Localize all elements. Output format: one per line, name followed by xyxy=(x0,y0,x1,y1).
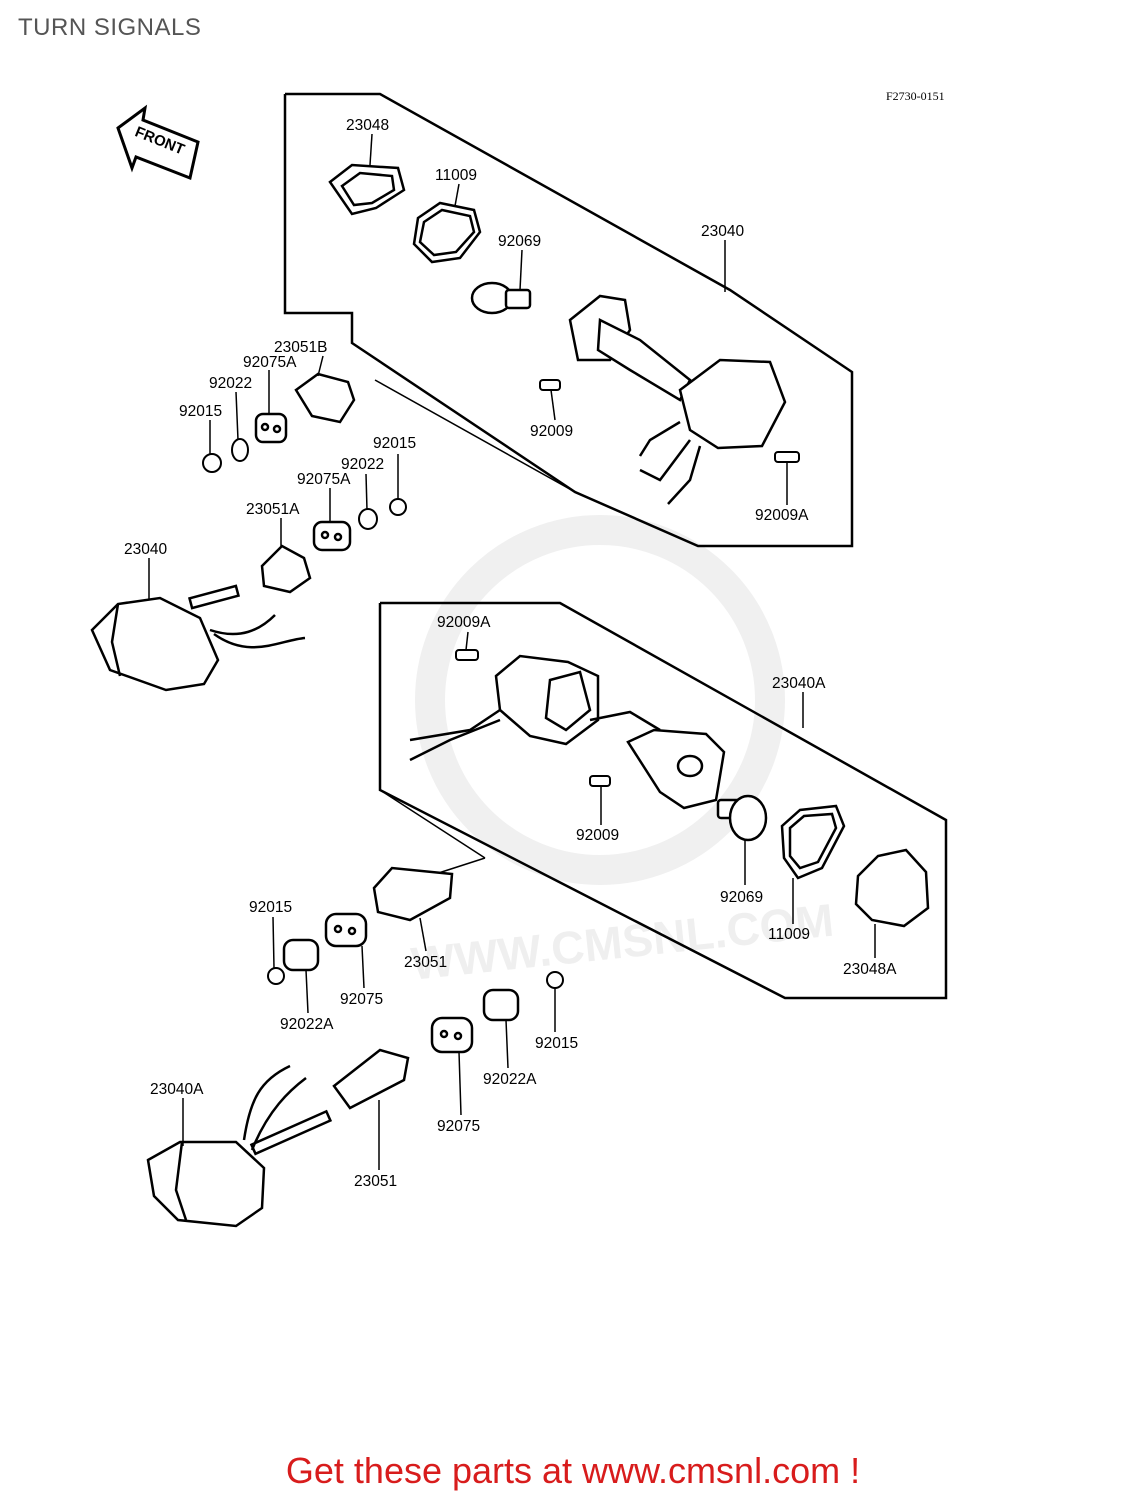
part-label: 23051 xyxy=(354,1173,397,1190)
bulb-92069 xyxy=(470,281,532,315)
part-label: 23040 xyxy=(124,541,167,558)
part-label: 92075A xyxy=(243,354,297,371)
part-label: 23048 xyxy=(346,117,389,134)
leader-lines xyxy=(148,133,876,1170)
housing-23040A xyxy=(409,654,661,762)
grommet-23051B xyxy=(294,372,356,424)
washer-92075A-mid xyxy=(312,520,352,552)
grommet-23051-lower xyxy=(332,1048,410,1110)
gasket-11009 xyxy=(412,201,482,264)
footer-link[interactable]: Get these parts at www.cmsnl.com ! xyxy=(285,1450,861,1491)
part-label: 92069 xyxy=(498,233,541,250)
washer-92022-mid xyxy=(358,508,378,530)
nut-92015-lower xyxy=(267,967,285,985)
nut-92015-lower2 xyxy=(546,971,564,989)
nut-92015-mid xyxy=(389,498,407,516)
part-label: 11009 xyxy=(768,926,810,943)
signal-23040A-lower xyxy=(146,1064,333,1228)
part-label: 92009 xyxy=(530,423,573,440)
housing-23040-upper xyxy=(568,294,787,505)
lens-23048 xyxy=(328,163,406,216)
part-label: 92015 xyxy=(535,1035,578,1052)
part-label: 92022A xyxy=(483,1071,537,1088)
grommet-23051-mid xyxy=(372,866,454,922)
part-label: 92075 xyxy=(437,1118,480,1135)
screw-92009A-lower xyxy=(455,649,479,661)
washer-92022A-mid xyxy=(282,938,320,972)
part-label: 23048A xyxy=(843,961,897,978)
part-label: 23051B xyxy=(274,339,327,356)
front-arrow-icon: FRONT xyxy=(116,104,200,181)
part-label: 23040 xyxy=(701,223,744,240)
nut-92015-upper xyxy=(202,453,222,473)
part-label: 92022 xyxy=(341,456,384,473)
watermark: WWW.CMSNL.COM xyxy=(409,515,836,990)
part-label: 92009A xyxy=(437,614,491,631)
washer-92075-mid xyxy=(324,912,368,948)
part-label: 23040A xyxy=(150,1081,204,1098)
part-label: 23051A xyxy=(246,501,300,518)
part-labels: 23048 11009 92069 23040 23051B 92075A 92… xyxy=(124,117,897,1190)
part-label: 23040A xyxy=(772,675,826,692)
assembly-frame-upper xyxy=(283,92,854,548)
part-label: 92015 xyxy=(249,899,292,916)
part-label: 92022 xyxy=(209,375,252,392)
lens-23048A xyxy=(854,848,930,928)
part-label: 92015 xyxy=(179,403,222,420)
part-label: 92022A xyxy=(280,1016,334,1033)
grommet-23051A xyxy=(260,544,312,594)
bulb-92069-lower xyxy=(716,794,768,842)
part-label: 92009A xyxy=(755,507,809,524)
reference-code: F2730-0151 xyxy=(886,89,945,103)
washer-92022A-lower xyxy=(482,988,520,1022)
page-title: TURN SIGNALS xyxy=(18,14,202,41)
part-label: 92075 xyxy=(340,991,383,1008)
washer-92075A-upper xyxy=(254,412,288,444)
signal-23040-left xyxy=(90,584,306,692)
screw-92009-upper xyxy=(539,379,561,391)
part-label: 92075A xyxy=(297,471,351,488)
part-label: 92009 xyxy=(576,827,619,844)
socket-23040A xyxy=(626,728,726,810)
screw-92009A-upper xyxy=(774,451,800,463)
part-label: 92069 xyxy=(720,889,763,906)
gasket-11009-lower xyxy=(780,804,846,880)
screw-92009-lower xyxy=(589,775,611,787)
washer-92075-lower xyxy=(430,1016,474,1054)
part-label: 92015 xyxy=(373,435,416,452)
part-label: 11009 xyxy=(435,167,477,184)
washer-92022-upper xyxy=(231,438,249,462)
part-label: 23051 xyxy=(404,954,447,971)
